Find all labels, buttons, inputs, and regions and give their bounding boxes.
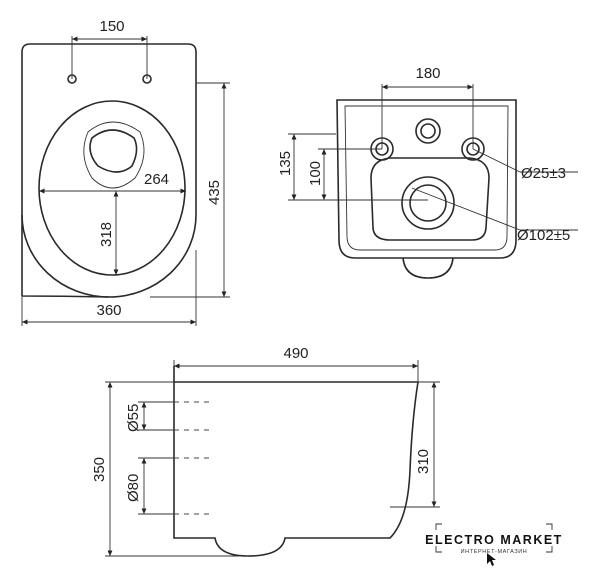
side-view: Ø55 Ø80 350 310 490 bbox=[91, 345, 440, 557]
side-outline bbox=[173, 381, 419, 557]
bowl-opening bbox=[38, 100, 186, 276]
watermark-brand: ELECTRO MARKET bbox=[425, 533, 563, 547]
dim-side-length-label: 490 bbox=[283, 345, 308, 362]
flush-opening bbox=[89, 129, 138, 173]
leader-line bbox=[411, 187, 521, 231]
dim-back-bolt-spacing-label: 180 bbox=[415, 65, 440, 82]
back-view: 180 135 100 Ø25±3 Ø102±5 bbox=[277, 65, 578, 279]
watermark: ELECTRO MARKET ИНТЕРНЕТ-МАГАЗИН bbox=[425, 523, 563, 566]
flush-opening-inner bbox=[83, 121, 145, 189]
dim-inner-length-label: 318 bbox=[98, 222, 115, 247]
watermark-tagline: ИНТЕРНЕТ-МАГАЗИН bbox=[461, 549, 528, 555]
dim-width-label: 360 bbox=[96, 302, 121, 319]
dim-bolt-spacing-label: 150 bbox=[99, 18, 124, 35]
top-view: 150 264 318 435 360 bbox=[21, 18, 230, 326]
bowl-top-outline-curve bbox=[21, 214, 110, 298]
dim-bolt-hole-label: Ø25±3 bbox=[521, 165, 566, 182]
outlet-outer bbox=[401, 176, 455, 230]
side-top-edge bbox=[174, 365, 419, 382]
cursor-icon bbox=[487, 553, 496, 566]
foot-bottom bbox=[402, 257, 454, 279]
dim-length-label: 435 bbox=[206, 180, 223, 205]
back-outline bbox=[336, 99, 517, 259]
dim-rim-height-label: 310 bbox=[415, 449, 432, 474]
back-inner-outline bbox=[344, 105, 509, 251]
leader-line bbox=[472, 148, 521, 173]
dim-100-label: 100 bbox=[307, 161, 324, 186]
dim-side-height-label: 350 bbox=[91, 457, 108, 482]
inlet-outer bbox=[415, 118, 441, 144]
dim-outlet-label: Ø102±5 bbox=[517, 227, 570, 244]
dim-inlet-label: Ø55 bbox=[125, 404, 142, 432]
dim-135-label: 135 bbox=[277, 151, 294, 176]
outlet-inner bbox=[409, 184, 447, 222]
inlet-inner bbox=[420, 123, 436, 139]
watermark-frame bbox=[435, 523, 553, 553]
bowl-cavity bbox=[370, 157, 490, 241]
bowl-top-outline bbox=[21, 43, 197, 298]
dim-outlet-side-label: Ø80 bbox=[125, 474, 142, 502]
dim-inner-width-label: 264 bbox=[144, 171, 169, 188]
